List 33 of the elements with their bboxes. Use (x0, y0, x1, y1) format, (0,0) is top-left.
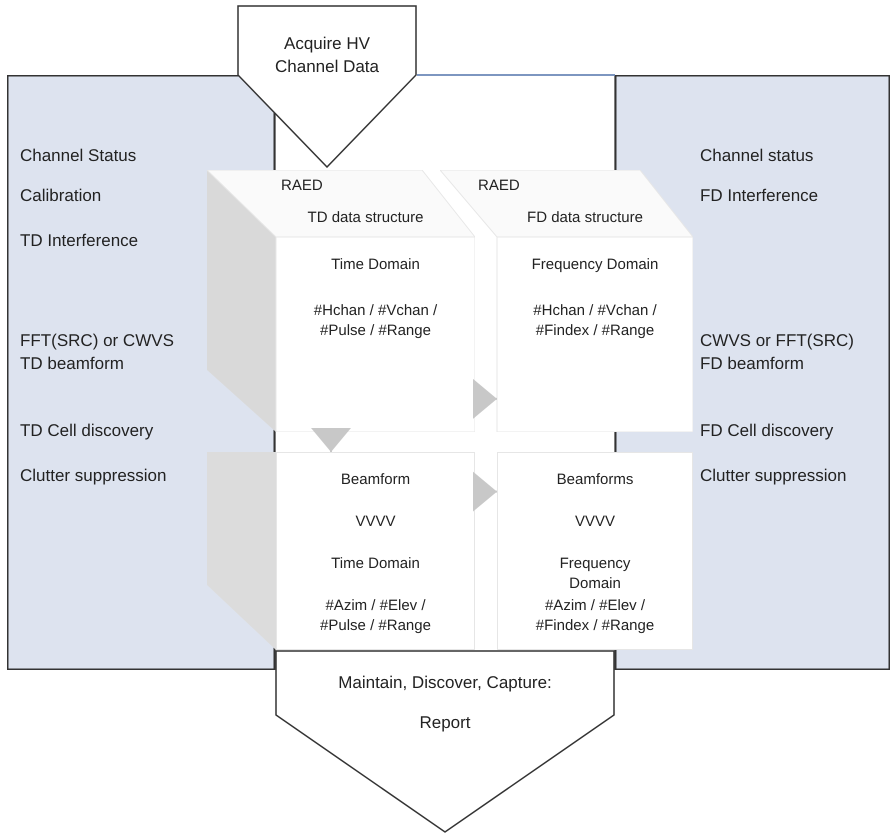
cube-label: RAED (281, 176, 324, 196)
panel-text: Clutter suppression (700, 465, 848, 487)
cube-text: VVVV (574, 512, 616, 532)
triangle-arrow (473, 378, 497, 419)
cube-text: Frequency Domain (530, 255, 660, 275)
cube-label: RAED (478, 176, 521, 196)
cube-heading: FD data structure (526, 208, 644, 228)
cube-text: #Hchan / #Vchan / #Findex / #Range (532, 301, 658, 342)
cube-text: VVVV (354, 512, 397, 532)
arrow-text: Report (418, 712, 472, 734)
cube-text: Frequency Domain (558, 554, 632, 594)
panel-text: Channel Status (20, 145, 138, 167)
panel-text: TD Cell discovery (20, 420, 154, 442)
arrow-text: Maintain, Discover, Capture: (337, 672, 553, 694)
cube-text: Time Domain (330, 255, 421, 275)
triangle-arrow (311, 428, 351, 452)
panel-text: FD Cell discovery (700, 420, 834, 442)
panel-text: Calibration (20, 185, 102, 207)
panel-text: TD Interference (20, 230, 140, 252)
cube-text: Beamforms (556, 470, 634, 490)
panel-text: Channel status (700, 145, 814, 167)
arrow-text: Acquire HV Channel Data (274, 33, 380, 78)
cube-heading: TD data structure (306, 208, 424, 228)
panel-text: Clutter suppression (20, 465, 168, 487)
cube-text: Beamform (340, 470, 412, 490)
triangle-arrow (473, 472, 497, 512)
panel-text: CWVS or FFT(SRC) FD beamform (700, 330, 855, 375)
cube-text: #Azim / #Elev / #Findex / #Range (534, 596, 656, 636)
panel-text: FFT(SRC) or CWVS TD beamform (20, 330, 175, 375)
cube-text: #Hchan / #Vchan / #Pulse / #Range (312, 301, 438, 342)
cube-text: Time Domain (330, 554, 421, 574)
panel-text: FD Interference (700, 185, 820, 207)
cube-text: #Azim / #Elev / #Pulse / #Range (319, 596, 432, 636)
